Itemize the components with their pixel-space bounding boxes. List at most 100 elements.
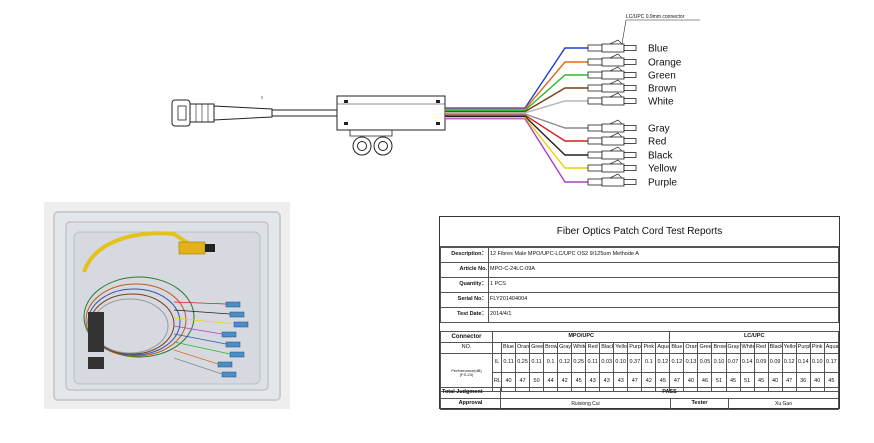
fiber-legs: BlueOrangeGreenBrownWhiteGrayRedBlackYel… <box>524 39 682 189</box>
meta-row: Test Date：2014/4/1 <box>440 307 839 323</box>
fiber-label-black: Black <box>648 151 673 162</box>
fiber-leg-gray <box>524 113 588 129</box>
il-value-left: 0.10 <box>613 353 629 373</box>
color-header-left: White <box>571 342 587 354</box>
meta-key: Quantity： <box>440 277 489 293</box>
tester-label: Tester <box>670 398 729 410</box>
lc-connector-purple <box>587 173 637 187</box>
il-value-left: 0.03 <box>599 353 615 373</box>
group-right-label: LC/UPC <box>669 331 839 343</box>
color-header-right: Black <box>767 342 783 354</box>
approval-row: Approval Ruixiong Cui Tester Xu Gao <box>440 398 839 410</box>
fiber-label-blue: Blue <box>648 44 668 55</box>
fiber-leg-white <box>524 100 588 114</box>
il-value-right: 0.17 <box>823 353 840 373</box>
color-header-right: Red <box>753 342 769 354</box>
total-value: PASS <box>500 387 839 399</box>
connector-label: Connector <box>440 331 493 343</box>
color-header-left: Orange <box>515 342 531 354</box>
connector-row: Connector MPO/UPC LC/UPC <box>440 331 839 343</box>
il-value-left: 0.11 <box>529 353 545 373</box>
fiber-bundle <box>445 107 525 120</box>
color-header-right: Gray <box>725 342 741 354</box>
color-header-right: Yellow <box>781 342 797 354</box>
il-value-right: 0.07 <box>725 353 741 373</box>
fiber-leg-yellow <box>524 117 588 169</box>
fanout-box <box>336 95 446 156</box>
fiber-leg-brown <box>524 87 588 113</box>
color-header-left: Yellow <box>613 342 629 354</box>
color-header-right: White <box>739 342 755 354</box>
il-value-left: 0.12 <box>655 353 671 373</box>
il-value-right: 0.10 <box>809 353 825 373</box>
fiber-leg-blue <box>524 47 588 109</box>
lc-connector-yellow <box>587 159 637 173</box>
fiber-label-white: White <box>648 97 674 108</box>
approval-value: Ruixiong Cui <box>500 398 671 410</box>
measurement-table: Connector MPO/UPC LC/UPC NO. BlueOrangeG… <box>440 331 840 392</box>
meta-key: Serial No： <box>440 292 489 308</box>
meta-value: 1 PCS <box>488 277 839 293</box>
color-header-right: Orange <box>683 342 699 354</box>
meta-value: 12 Fibres Male MPO/UPC-LC/UPC OS2 9/125u… <box>488 247 839 263</box>
total-judgment-row: Total Judgment PASS <box>440 387 839 399</box>
fiber-leg-red <box>524 114 588 142</box>
blank-cell <box>492 342 502 354</box>
il-value-right: 0.05 <box>697 353 713 373</box>
product-photo <box>44 202 290 409</box>
il-value-left: 0.37 <box>627 353 643 373</box>
meta-key: Description： <box>440 247 489 263</box>
il-value-right: 0.12 <box>781 353 797 373</box>
connector-note: LC/UPC 0.9mm connector <box>626 14 685 20</box>
mpo-connector <box>171 96 273 127</box>
fiber-label-yellow: Yellow <box>648 164 677 175</box>
il-value-left: 0.25 <box>515 353 531 373</box>
fiber-leg-purple <box>524 118 588 183</box>
total-label: Total Judgment <box>440 387 501 399</box>
color-header-right: Pink <box>809 342 825 354</box>
meta-key: Article No. <box>440 262 489 278</box>
fiber-label-red: Red <box>648 137 666 148</box>
report-meta-table: Description：12 Fibres Male MPO/UPC-LC/UP… <box>440 247 839 323</box>
meta-row: Article No.MPO-C-24LC-09A <box>440 262 839 278</box>
il-value-right: 0.14 <box>739 353 755 373</box>
fiber-label-gray: Gray <box>648 124 670 135</box>
il-value-right: 0.13 <box>683 353 699 373</box>
tester-value: Xu Gao <box>728 398 839 410</box>
color-header-left: Black <box>599 342 615 354</box>
il-value-left: 0.12 <box>557 353 573 373</box>
meta-row: Serial No：FLY201404004 <box>440 292 839 308</box>
perf-sub: (FS-24) <box>459 371 474 377</box>
meta-value: FLY201404004 <box>488 292 839 308</box>
il-value-left: 0.1 <box>641 353 657 373</box>
color-header-left: Purple <box>627 342 643 354</box>
il-value-left: 0.1 <box>543 353 559 373</box>
meta-key: Test Date： <box>440 307 489 323</box>
test-report: Fiber Optics Patch Cord Test Reports Des… <box>439 216 840 410</box>
meta-row: Quantity：1 PCS <box>440 277 839 293</box>
meta-value: 2014/4/1 <box>488 307 839 323</box>
fiber-leg-black <box>524 115 588 156</box>
il-value-left: 0.11 <box>585 353 601 373</box>
color-header-left: Gray <box>557 342 573 354</box>
color-header-left: Brown <box>543 342 559 354</box>
lc-connector-black <box>587 146 637 160</box>
lc-connector-green <box>587 66 637 80</box>
no-label: NO. <box>440 342 493 354</box>
color-header-left: Aqua <box>655 342 671 354</box>
il-value-right: 0.09 <box>753 353 769 373</box>
color-header-left: Pink <box>641 342 657 354</box>
meta-value: MPO-C-24LC-09A <box>488 262 839 278</box>
meta-row: Description：12 Fibres Male MPO/UPC-LC/UP… <box>440 247 839 263</box>
lc-connector-red <box>587 132 637 146</box>
fiber-leg-green <box>524 74 588 111</box>
color-header-right: Brown <box>711 342 727 354</box>
lc-connector-white <box>587 92 637 106</box>
perf-label-cell: Performance(dB)(FS-24) <box>440 353 493 392</box>
fiber-label-purple: Purple <box>648 178 677 189</box>
il-value-left: 0.11 <box>500 353 517 373</box>
cable-diagram: BlueOrangeGreenBrownWhiteGrayRedBlackYel… <box>171 14 700 189</box>
perf-label: Performance(dB) <box>451 367 482 373</box>
color-header-left: Green <box>529 342 545 354</box>
connector-note-pointer <box>621 19 627 45</box>
